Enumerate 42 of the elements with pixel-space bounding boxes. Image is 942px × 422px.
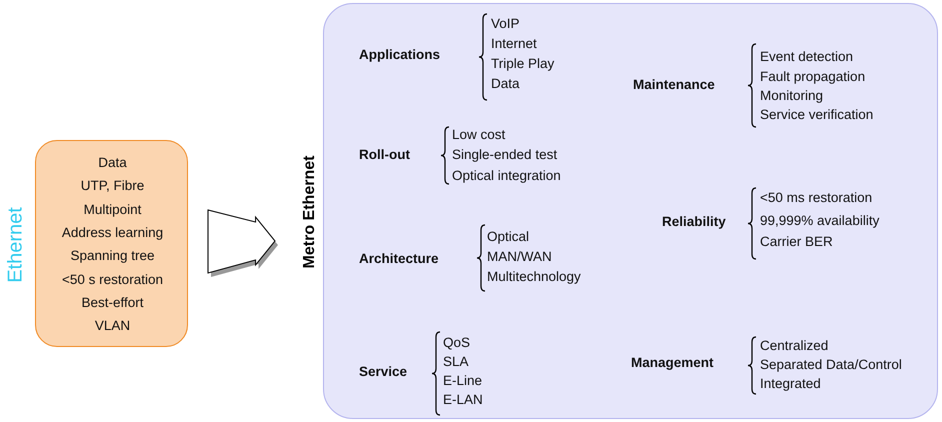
- list-item: Separated Data/Control: [760, 357, 902, 373]
- list-item: Multipoint: [82, 202, 142, 218]
- list-item: Event detection: [760, 49, 854, 65]
- list-item: SLA: [443, 354, 469, 370]
- category-heading: Applications: [359, 47, 440, 63]
- category-heading: Roll-out: [359, 147, 410, 163]
- list-item: VLAN: [94, 318, 132, 334]
- list-item: Spanning tree: [69, 248, 156, 264]
- category-heading: Maintenance: [633, 77, 715, 93]
- list-item: Centralized: [760, 338, 828, 354]
- list-item: Triple Play: [491, 56, 554, 72]
- category-heading: Architecture: [359, 251, 439, 267]
- list-item: E-LAN: [443, 392, 483, 408]
- list-item: <50 s restoration: [61, 272, 164, 288]
- list-item: Fault propagation: [760, 69, 866, 85]
- list-item: Address learning: [60, 224, 164, 241]
- list-item: Service verification: [760, 107, 874, 123]
- list-item: MAN/WAN: [487, 249, 552, 265]
- category-heading: Management: [631, 355, 714, 371]
- list-item: Internet: [491, 36, 537, 52]
- list-item: Monitoring: [760, 88, 824, 104]
- list-item: Data: [491, 76, 520, 92]
- list-item: Low cost: [452, 127, 506, 143]
- category-heading: Service: [359, 364, 408, 380]
- list-item: Best-effort: [80, 294, 145, 311]
- list-item: QoS: [443, 335, 470, 351]
- list-item: Optical integration: [452, 168, 561, 184]
- list-item: VoIP: [491, 16, 520, 32]
- list-item: UTP, Fibre: [80, 178, 146, 194]
- list-item: Data: [97, 155, 128, 171]
- list-item: <50 ms restoration: [760, 190, 872, 206]
- list-item: Optical: [487, 229, 530, 245]
- list-item: E-Line: [443, 373, 482, 389]
- rotated-title: Ethernet: [4, 206, 28, 282]
- category-heading: Reliability: [662, 214, 726, 230]
- list-item: Integrated: [760, 376, 821, 392]
- list-item: Carrier BER: [760, 234, 833, 250]
- list-item: 99,999% availability: [760, 213, 880, 229]
- list-item: Multitechnology: [487, 269, 581, 285]
- block-arrow: [208, 209, 278, 277]
- list-item: Single-ended test: [452, 147, 558, 163]
- rotated-title: Metro Ethernet: [301, 156, 319, 268]
